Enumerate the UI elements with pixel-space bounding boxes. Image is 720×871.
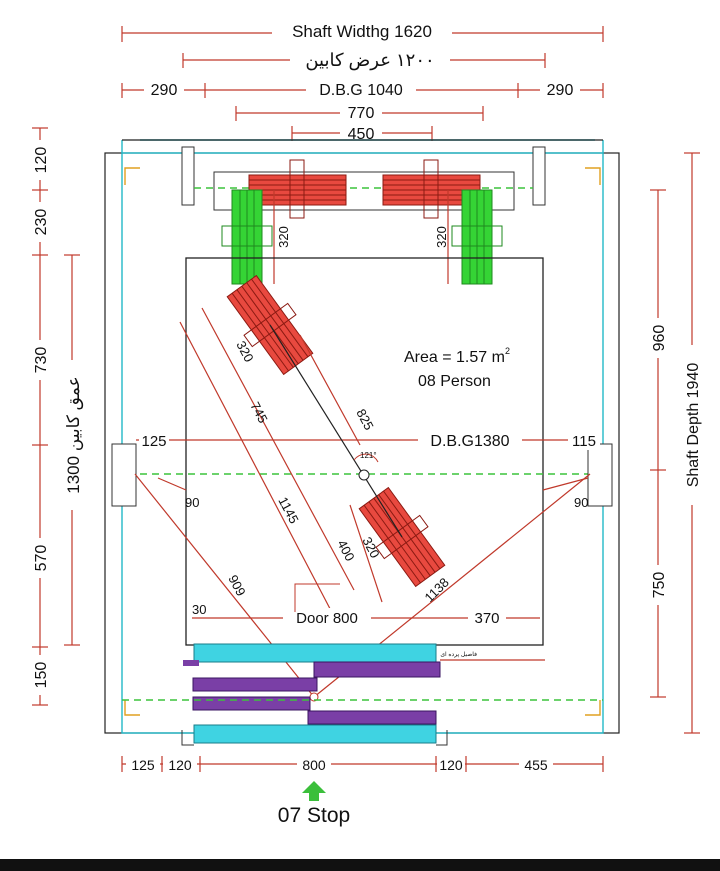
landing-door-2 [192,677,318,692]
bottom-800: 800 [302,757,326,773]
left-dim-120: 120 [33,147,50,174]
green-320-right: 320 [434,226,449,248]
shaft-depth-label: Shaft Depth 1940 [685,363,702,488]
diag-1145: 1145 [275,494,301,526]
angle-label: 121° [360,451,377,460]
area-label: Area = 1.57 m2 [404,346,510,366]
dim-770: 770 [348,105,375,122]
landing-door-4 [307,710,437,725]
cabin-depth-label: 1300 عمق کابین [64,376,84,494]
door-label: Door 800 [296,610,358,627]
cabin-door-panel-top [193,643,437,663]
dim-115-mid: 115 [572,433,596,450]
top-rail-assembly: 320 320 [181,146,546,285]
persons-label: 08 Person [418,373,491,390]
door-area: 30 Door 800 370 فاصیل پرده ای [122,583,603,746]
up-arrow-icon [302,781,326,801]
bottom-455: 455 [524,757,548,773]
green-rail-right [451,189,503,285]
dim-90-left: 90 [185,495,199,510]
cabin-door-panel-bottom [193,724,437,744]
dim-290-right: 290 [547,82,574,99]
entry-arrow: 07 Stop [278,781,350,827]
left-dim-730: 730 [33,347,50,374]
dbg-mid-label: D.B.G1380 [430,433,509,450]
dim-30: 30 [192,602,206,617]
green-320-left: 320 [276,226,291,248]
diag-320-top: 320 [233,338,256,364]
dim-450: 450 [348,126,375,143]
dim-90-right: 90 [574,495,588,510]
right-dim-960: 960 [651,325,668,352]
green-rail-left [221,189,273,285]
counterweight-left [248,159,347,219]
bottom-125: 125 [131,757,155,773]
dim-290-left: 290 [151,82,178,99]
stops-label: 07 Stop [278,804,350,827]
diag-825: 825 [353,406,376,432]
bottom-bar [0,859,720,871]
landing-door-3 [192,696,311,711]
bottom-120-right: 120 [439,757,463,773]
dbg-top-label: D.B.G 1040 [319,82,403,99]
diag-745: 745 [247,399,270,425]
shaft-width-label: Shaft Widthg 1620 [292,22,432,41]
left-dim-150: 150 [33,662,50,689]
diag-320-bottom: 320 [359,534,382,560]
top-dimensions: Shaft Widthg 1620 ۱۲۰۰ عرض کابین 290 D.B… [121,20,604,143]
diag-909: 909 [225,572,248,598]
right-dim-750: 750 [651,572,668,599]
right-dimensions: 960 750 Shaft Depth 1940 [646,152,704,734]
cabin-width-label: ۱۲۰۰ عرض کابین [305,50,434,71]
landing-door-1 [313,661,441,678]
bottom-dimensions: 125 120 800 120 455 [121,756,604,774]
dim-370: 370 [474,610,499,627]
diagonal-assembly: 121° 320 745 825 1145 400 320 909 1138 [134,274,591,702]
left-dim-230: 230 [33,209,50,236]
left-dimensions: 120 230 730 570 150 1300 عمق کابین [29,127,84,706]
cabin: Area = 1.57 m2 08 Person D.B.G1380 125 1… [111,257,613,646]
small-note: فاصیل پرده ای [440,651,477,658]
left-dim-570: 570 [33,545,50,572]
bottom-120-left: 120 [168,757,192,773]
dim-125-mid: 125 [141,433,166,450]
